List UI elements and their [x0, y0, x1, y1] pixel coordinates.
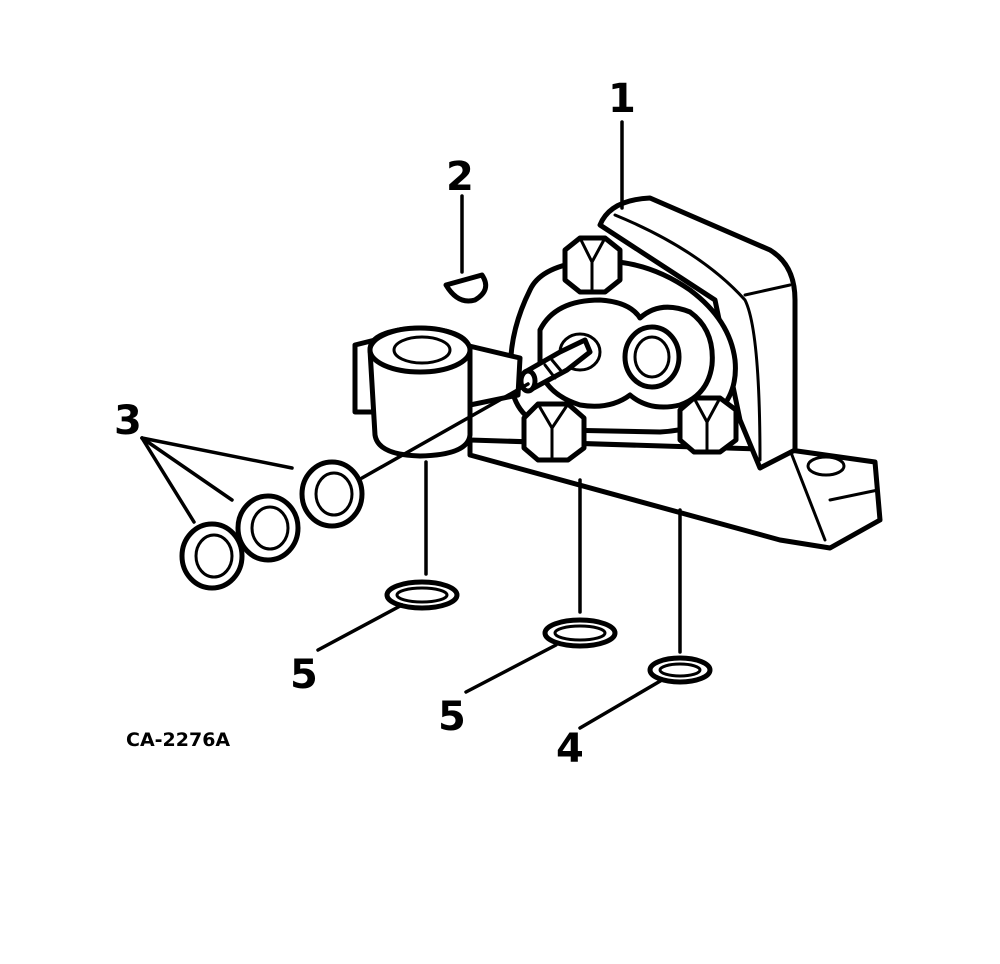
- o-ring-5-left: [384, 579, 460, 611]
- valve-housing: [352, 195, 883, 551]
- bolt-lower-left: [521, 401, 587, 463]
- woodruff-key: [443, 272, 489, 304]
- bushing-2: [235, 493, 301, 563]
- bolt-top: [562, 235, 623, 295]
- drawing-code: CA-2276A: [126, 729, 230, 751]
- callout-part-2: 2: [446, 154, 474, 200]
- bolt-lower-right: [677, 395, 739, 455]
- callout-part-3: 3: [114, 398, 142, 444]
- o-ring-5-right: [542, 617, 618, 649]
- bushing-3: [299, 459, 365, 529]
- leader-lines: [140, 120, 682, 730]
- callout-part-4: 4: [556, 726, 584, 772]
- callout-part-5-left: 5: [290, 652, 318, 698]
- callout-part-5-right: 5: [438, 694, 466, 740]
- bushing-1: [179, 521, 245, 591]
- arm-boss: [352, 325, 473, 459]
- o-ring-4: [647, 655, 713, 685]
- callout-part-1: 1: [608, 76, 636, 122]
